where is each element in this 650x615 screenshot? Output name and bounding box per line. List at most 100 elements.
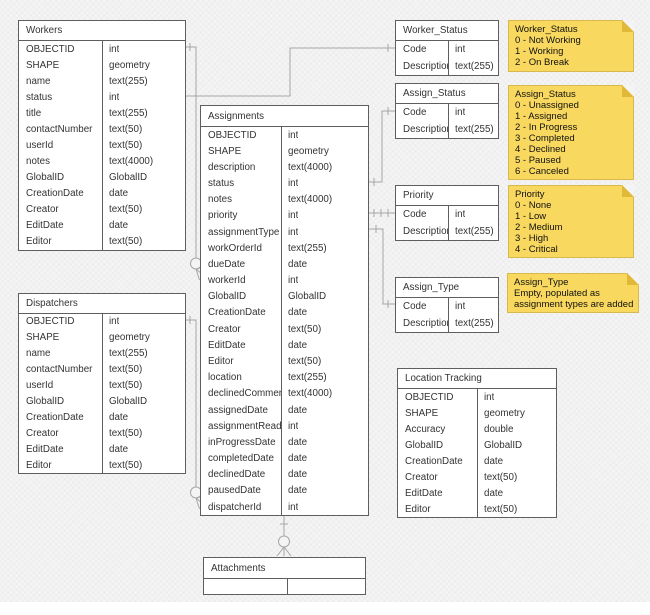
field-name: notes bbox=[19, 153, 103, 170]
field-type: date bbox=[288, 404, 308, 416]
note-line: 5 - Paused bbox=[515, 155, 561, 166]
field-name: dispatcherId bbox=[201, 498, 282, 516]
field-type: date bbox=[288, 453, 308, 465]
field-type: date bbox=[484, 455, 504, 467]
field-name: Editor bbox=[19, 457, 103, 474]
field-type: date bbox=[288, 436, 308, 448]
connector-assignments-assignstatus[interactable] bbox=[369, 107, 395, 186]
field-type: text(255) bbox=[109, 75, 148, 87]
field-name: name bbox=[19, 73, 103, 90]
field-name: priority bbox=[201, 207, 282, 225]
field-name: GlobalID bbox=[201, 288, 282, 305]
field-type: date bbox=[288, 258, 308, 270]
field-name: Code bbox=[396, 206, 449, 223]
field-row: name text(255) bbox=[19, 345, 185, 362]
field-type: geometry bbox=[109, 332, 150, 344]
field-type: int bbox=[288, 129, 299, 141]
field-type: text(255) bbox=[455, 318, 494, 329]
field-name: CreationDate bbox=[398, 453, 478, 469]
field-name: GlobalID bbox=[19, 393, 103, 410]
field-type: int bbox=[288, 501, 299, 513]
connector-assignments-assigntype[interactable] bbox=[369, 225, 395, 308]
field-type: date bbox=[109, 443, 129, 455]
field-type: int bbox=[455, 107, 466, 118]
field-type: text(4000) bbox=[288, 388, 333, 400]
field-type: text(4000) bbox=[109, 156, 154, 168]
connector-assignments-priority[interactable] bbox=[369, 209, 395, 217]
connector-assignments-attachments[interactable] bbox=[276, 516, 292, 557]
field-name: declinedComment bbox=[201, 385, 282, 402]
field-name: assignmentRead bbox=[201, 418, 282, 435]
field-name: declinedDate bbox=[201, 466, 282, 483]
note-line: 1 - Working bbox=[515, 46, 564, 57]
field-name: name bbox=[19, 345, 103, 362]
field-name: Editor bbox=[398, 501, 478, 517]
field-name: Code bbox=[396, 104, 449, 121]
field-type: text(50) bbox=[109, 364, 143, 376]
note-line: 0 - None bbox=[515, 200, 552, 211]
field-type: int bbox=[288, 178, 299, 190]
entity-title: Attachments bbox=[204, 558, 365, 579]
entity-title: Assign_Type bbox=[396, 278, 498, 298]
field-name: contactNumber bbox=[19, 361, 103, 378]
field-name: CreationDate bbox=[19, 409, 103, 426]
field-type: date bbox=[109, 188, 129, 200]
field-type: text(4000) bbox=[288, 194, 333, 206]
field-name: OBJECTID bbox=[201, 127, 282, 144]
connector-workers-workerstatus[interactable] bbox=[186, 44, 395, 97]
entity-title: Dispatchers bbox=[19, 294, 185, 314]
note-line: 1 - Assigned bbox=[515, 111, 568, 122]
field-type: text(50) bbox=[484, 471, 518, 483]
field-name: EditDate bbox=[201, 337, 282, 354]
entity-title: Workers bbox=[19, 21, 185, 41]
field-name: userId bbox=[19, 137, 103, 154]
field-type: text(255) bbox=[109, 348, 148, 360]
note-line: 3 - Completed bbox=[515, 133, 575, 144]
field-type: int bbox=[288, 226, 299, 238]
note-title: Worker_Status bbox=[515, 24, 578, 35]
field-type: text(50) bbox=[288, 323, 322, 335]
field-row: name text(255) bbox=[19, 73, 185, 90]
entity-attachments[interactable]: Attachments bbox=[203, 557, 366, 595]
field-type: int bbox=[288, 210, 299, 222]
note-title: Priority bbox=[515, 189, 545, 200]
field-type: text(50) bbox=[109, 123, 143, 135]
field-name: CreationDate bbox=[19, 185, 103, 202]
